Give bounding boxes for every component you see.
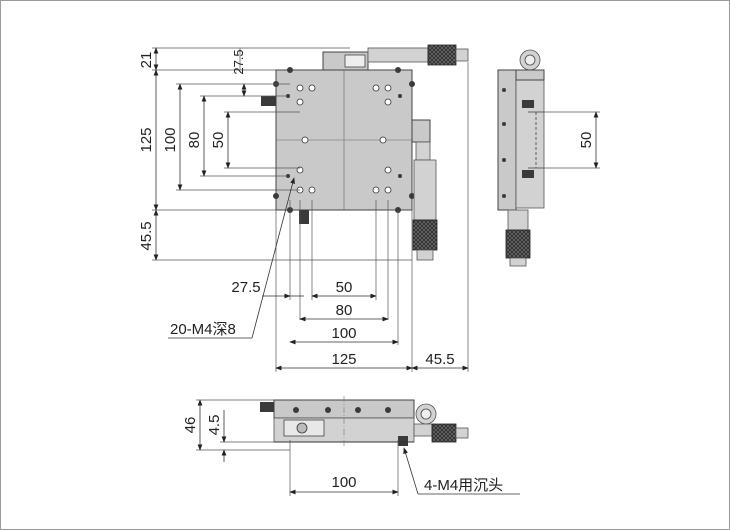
dim-50-side: 50 [578,132,595,149]
front-view: 46 4.5 100 4-M4用沉头 [182,396,520,496]
right-micrometer [411,119,438,261]
dim-21: 21 [138,52,155,69]
top-micrometer [322,44,469,71]
dim-45-5-vertical: 45.5 [138,221,155,250]
dim-27-5-horizontal: 27.5 [231,279,260,296]
dim-50-vertical: 50 [210,132,227,149]
top-view: 21 27.5 125 100 80 50 45.5 27.5 50 [138,44,469,372]
dim-50-horizontal: 50 [336,279,353,296]
dim-125-vertical: 125 [138,127,155,152]
mounting-holes [286,84,402,194]
dim-27-5-vertical: 27.5 [231,49,246,74]
dim-46-front: 46 [182,417,199,434]
lock-screw [261,96,276,106]
side-details [502,88,544,198]
dim-80-vertical: 80 [186,132,203,149]
hole-callout: 20-M4深8 [170,321,236,338]
dim-45-5-horizontal: 45.5 [425,351,454,368]
top-horizontal-dims [262,62,469,372]
lock-screw-bottom [299,210,309,224]
dim-100-front: 100 [331,474,356,491]
dim-100-vertical: 100 [162,127,179,152]
dim-80-horizontal: 80 [336,302,353,319]
dim-4-5-front: 4.5 [206,415,223,436]
side-view: 50 [497,49,600,267]
hole-callout-leader [251,177,295,339]
dim-100-horizontal: 100 [331,325,356,342]
dim-125-horizontal: 125 [331,351,356,368]
mount-callout: 4-M4用沉头 [424,477,503,494]
top-vertical-dims [152,47,412,261]
